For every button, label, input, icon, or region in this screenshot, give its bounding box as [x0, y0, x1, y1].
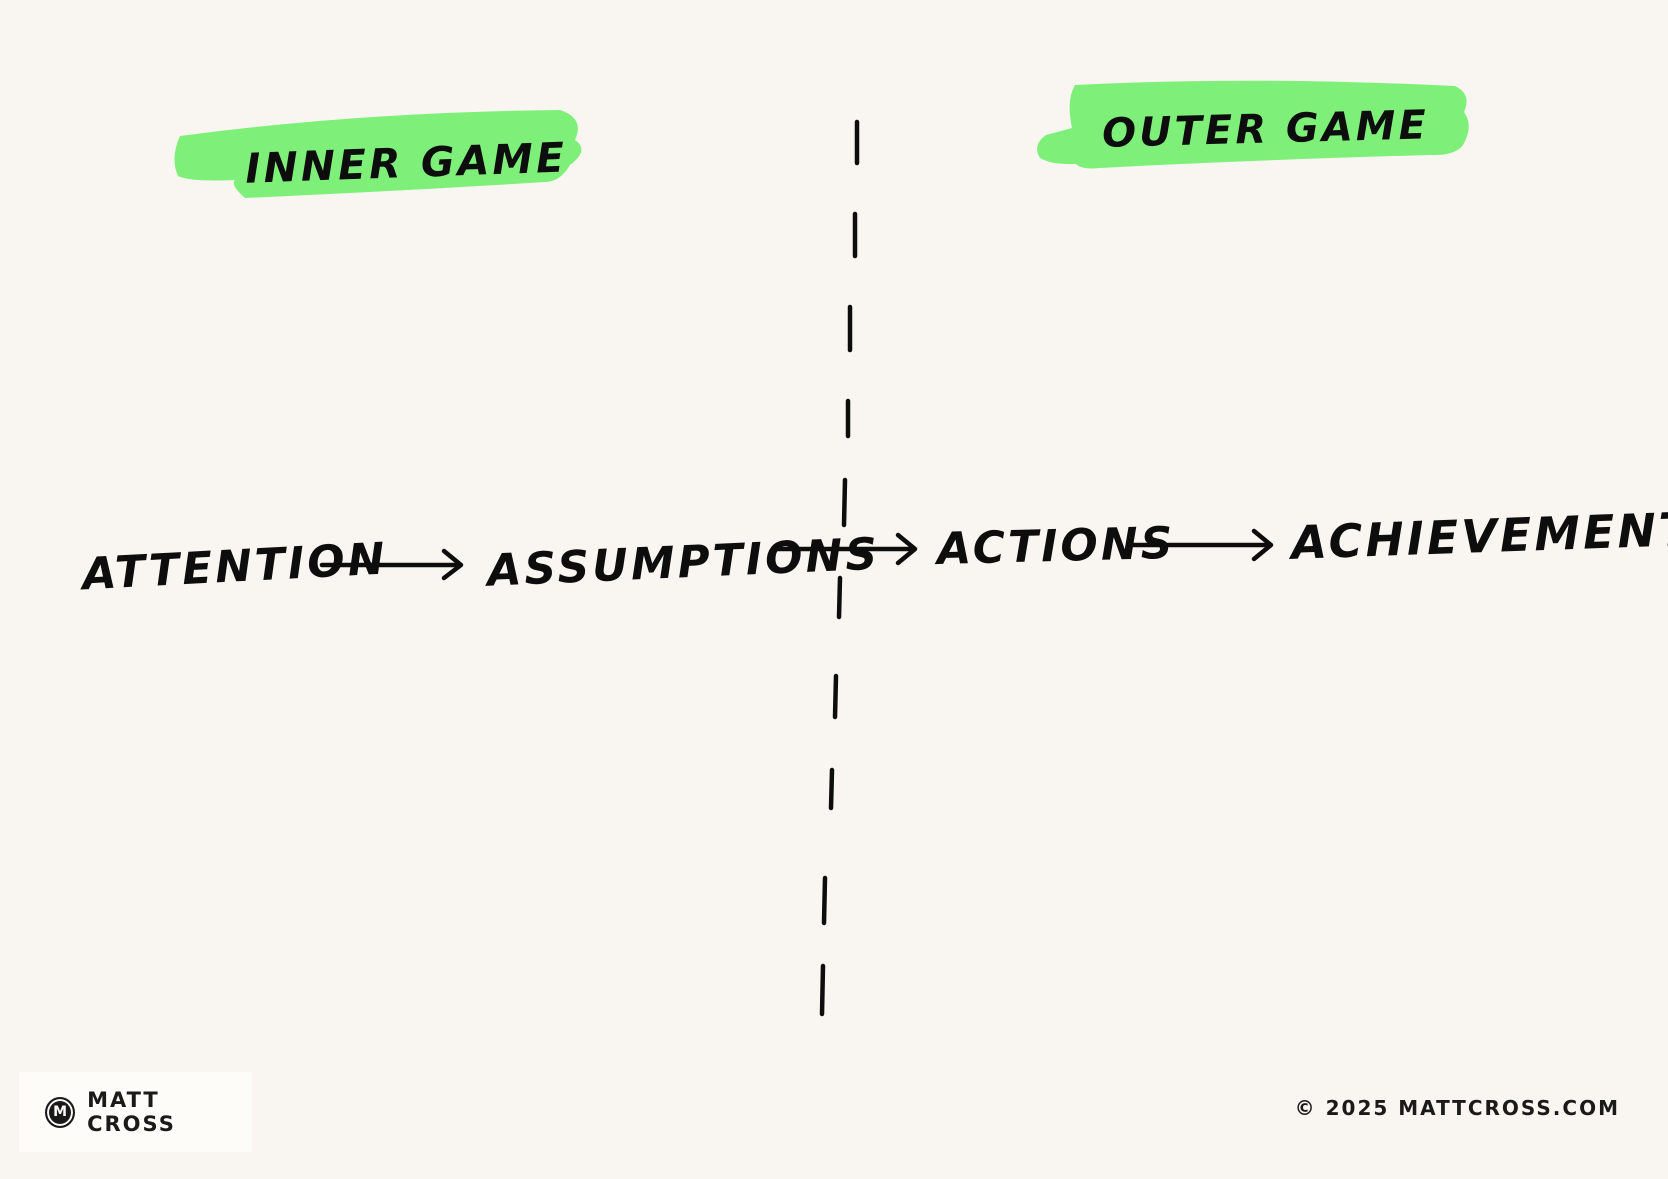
brand-badge: M MATT CROSS — [19, 1072, 252, 1152]
arrow-attention-to-assumptions — [319, 548, 464, 581]
inner-game-highlight — [174, 110, 582, 198]
arrow-assumptions-to-actions — [773, 532, 918, 566]
brand-name: MATT CROSS — [87, 1088, 176, 1136]
flow-label-achievements: ACHIEVEMENTS — [1287, 501, 1668, 570]
copyright-text: © 2025 MATTCROSS.COM — [1294, 1096, 1620, 1120]
flow-label-assumptions: ASSUMPTIONS — [483, 529, 881, 597]
inner-game-heading: INNER GAME — [244, 133, 567, 192]
brand-logo-icon: M — [45, 1096, 76, 1128]
outer-game-highlight — [1037, 80, 1469, 169]
arrow-actions-to-achievements — [1127, 528, 1274, 562]
outer-game-heading: OUTER GAME — [1102, 102, 1430, 157]
divider-line — [819, 119, 860, 1017]
